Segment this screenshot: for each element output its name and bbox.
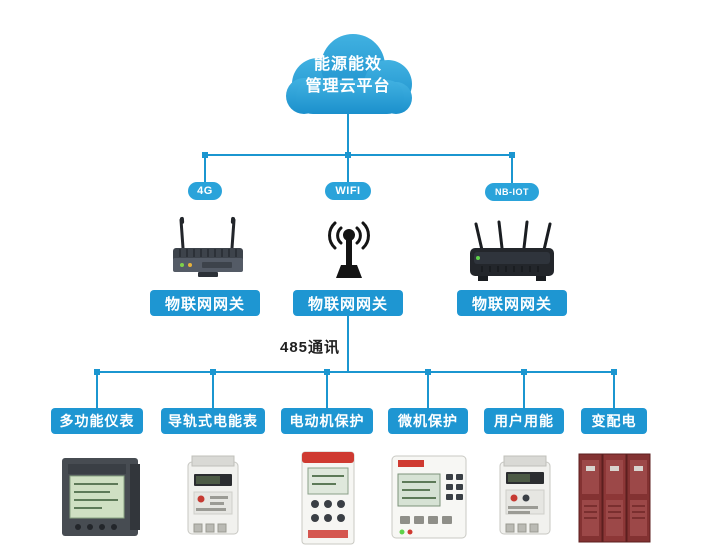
user-energy-meter-image xyxy=(480,452,568,542)
power-distribution-cabinet-image xyxy=(576,446,654,548)
uplink-nbiot-label: NB-IOT xyxy=(495,187,529,197)
gateway-label-2: 物联网网关 xyxy=(293,290,403,316)
multifunction-meter-image xyxy=(52,450,144,544)
cloud-platform-title: 能源能效 管理云平台 xyxy=(268,54,428,97)
wifi-antenna-icon xyxy=(320,220,378,282)
device-label-4-text: 微机保护 xyxy=(398,413,458,429)
device-label-multifunction-meter: 多功能仪表 xyxy=(51,408,143,434)
uplink-badge-nbiot: NB-IOT xyxy=(485,183,539,201)
bus-485-label: 485通讯 xyxy=(278,336,342,357)
device-label-microcomputer-protection: 微机保护 xyxy=(388,408,468,434)
device-label-5-text: 用户用能 xyxy=(494,413,554,429)
uplink-badge-4g: 4G xyxy=(188,182,222,200)
cloud-title-line2: 管理云平台 xyxy=(305,77,391,95)
device-label-2-text: 导轨式电能表 xyxy=(168,413,258,429)
uplink-4g-label: 4G xyxy=(197,185,213,197)
uplink-wifi-label: WIFI xyxy=(335,185,361,197)
gateway-label-3: 物联网网关 xyxy=(457,290,567,316)
gateway-label-1: 物联网网关 xyxy=(150,290,260,316)
device-label-user-energy: 用户用能 xyxy=(484,408,564,434)
device-label-power-distribution: 变配电 xyxy=(581,408,647,434)
gateway-nbiot-router-image xyxy=(462,218,562,286)
gateway-4g-image xyxy=(168,212,248,286)
cloud-title-line1: 能源能效 xyxy=(313,56,382,73)
device-label-3-text: 电动机保护 xyxy=(289,413,365,429)
gateway-label-1-text: 物联网网关 xyxy=(164,295,245,313)
uplink-badge-wifi: WIFI xyxy=(325,182,371,200)
bus-485-label-text: 485通讯 xyxy=(279,339,341,356)
device-label-1-text: 多功能仪表 xyxy=(59,413,135,429)
device-label-motor-protection: 电动机保护 xyxy=(281,408,373,434)
din-rail-meter-image xyxy=(168,452,256,542)
device-label-6-text: 变配电 xyxy=(591,413,637,429)
microcomputer-protection-image xyxy=(386,450,472,542)
motor-protection-image xyxy=(292,448,364,548)
gateway-label-3-text: 物联网网关 xyxy=(471,295,552,313)
cloud-shape xyxy=(268,24,428,124)
device-label-din-rail-meter: 导轨式电能表 xyxy=(161,408,265,434)
gateway-label-2-text: 物联网网关 xyxy=(307,295,388,313)
